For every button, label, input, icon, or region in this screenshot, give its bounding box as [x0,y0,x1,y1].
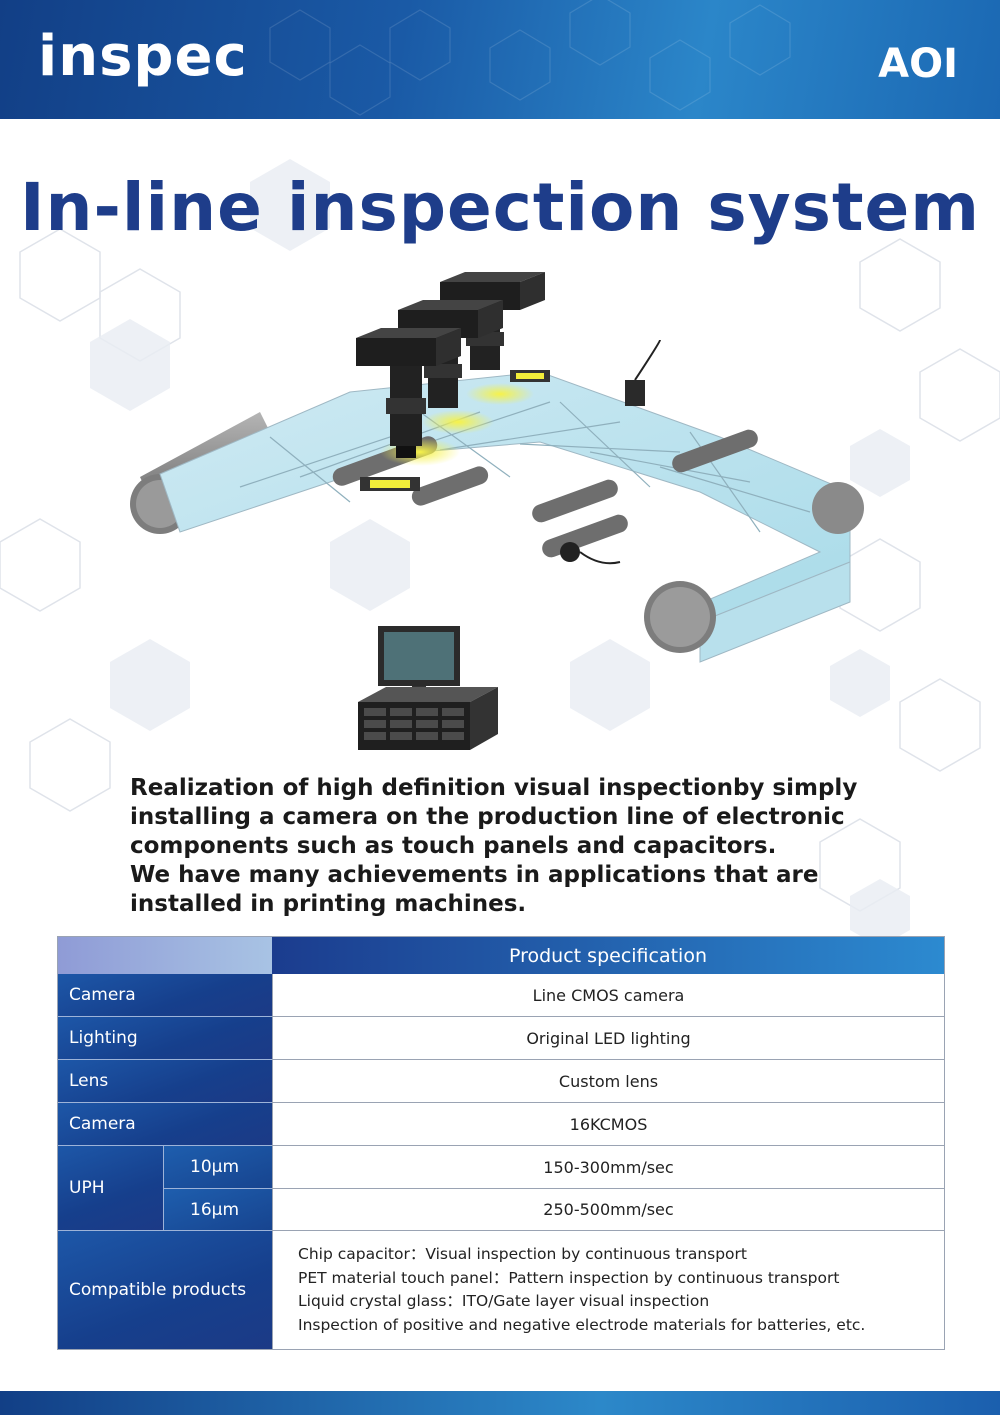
description-line: We have many achievements in application… [130,862,819,888]
spec-label-compatible-products: Compatible products [58,1231,272,1349]
spec-label-uph: UPH [58,1146,163,1231]
spec-label-camera: Camera [58,974,272,1017]
spec-value-uph-16um: 250-500mm/sec [272,1189,944,1231]
spec-table-corner [58,937,272,974]
spec-table-heading: Product specification [272,937,944,974]
header-hex-pattern [269,0,791,116]
spec-value-camera-sensor: 16KCMOS [272,1103,944,1146]
compatible-product-item: Inspection of positive and negative elec… [298,1315,866,1334]
spec-label-lighting: Lighting [58,1017,272,1060]
compatible-product-item: Liquid crystal glass：ITO/Gate layer visu… [298,1292,710,1310]
inspec-logo: inspec [38,24,248,89]
description: Realization of high definition visual in… [130,774,910,919]
control-unit-icon [358,687,498,750]
led-light-bar [360,370,550,491]
spec-value-compatible-products: Chip capacitor：Visual inspection by cont… [272,1231,944,1349]
header-banner: inspec AOI [0,0,1000,119]
spec-sublabel-10um: 10µm [163,1146,272,1189]
inspection-machine-illustration [130,272,864,750]
conveyor-roller-icon [644,482,864,653]
compatible-product-item: Chip capacitor：Visual inspection by cont… [298,1245,747,1263]
page-title: In-line inspection system [19,169,981,246]
compatible-product-item: PET material touch panel：Pattern inspect… [298,1268,840,1287]
spec-label-lens: Lens [58,1060,272,1103]
category-label: AOI [878,41,958,87]
sensor-icon [560,339,661,565]
spec-value-lens: Custom lens [272,1060,944,1103]
line-camera-icon [356,272,545,458]
background-hex-pattern [0,159,1000,947]
spec-value-lighting: Original LED lighting [272,1017,944,1060]
description-line: installing a camera on the production li… [130,804,845,830]
description-line: Realization of high definition visual in… [130,775,858,801]
spec-sublabel-16um: 16µm [163,1189,272,1231]
spec-value-uph-10um: 150-300mm/sec [272,1146,944,1189]
conveyor-belt [159,371,851,623]
spec-value-camera: Line CMOS camera [272,974,944,1017]
description-line: installed in printing machines. [130,891,527,917]
spec-label-camera-sensor: Camera [58,1103,272,1146]
footer-bar [0,1391,1000,1415]
spec-table: Product specification Camera Line CMOS c… [57,936,945,1350]
description-line: components such as touch panels and capa… [130,833,777,859]
